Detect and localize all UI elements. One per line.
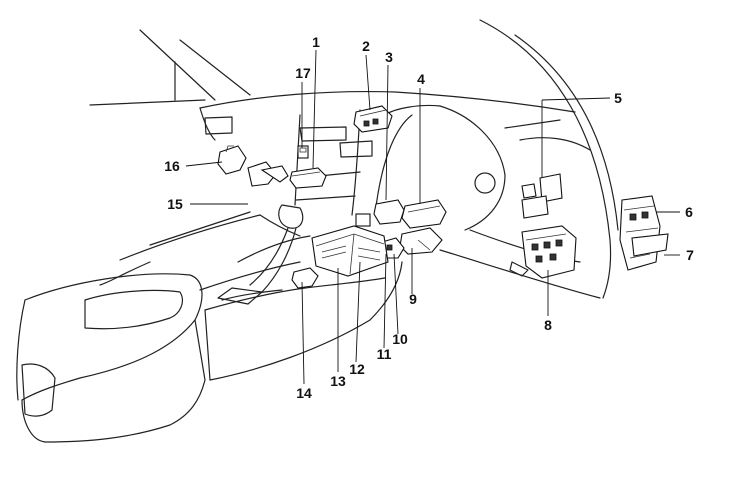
part-2-relay-block (353, 105, 393, 133)
part-5-module (521, 173, 563, 219)
callout-17: 17 (295, 65, 311, 81)
part-4-ecu (401, 199, 447, 229)
leader-lines (185, 49, 680, 385)
callout-16: 16 (164, 158, 180, 174)
part-17-relay (297, 145, 309, 159)
callout-2: 2 (362, 38, 370, 54)
part-1-control-unit (289, 167, 327, 189)
callout-1: 1 (312, 34, 320, 50)
part-3-relay (373, 199, 405, 225)
callout-10: 10 (392, 331, 408, 347)
callout-3: 3 (385, 49, 393, 65)
callout-13: 13 (330, 373, 346, 389)
callout-11: 11 (377, 346, 392, 362)
callout-4: 4 (417, 71, 425, 87)
callout-15: 15 (167, 196, 183, 212)
part-12-13-junction-block (311, 213, 389, 277)
callout-6: 6 (685, 204, 693, 220)
part-16-relay-cluster (217, 145, 289, 187)
components (217, 105, 669, 289)
callout-9: 9 (409, 291, 417, 307)
callout-8: 8 (544, 317, 552, 333)
part-9-bracket (399, 227, 443, 255)
callout-12: 12 (349, 361, 365, 377)
callout-14: 14 (296, 385, 312, 401)
part-14-connector (291, 267, 319, 289)
dashboard-outline (16, 19, 619, 443)
part-6-7-junction-block (619, 195, 669, 271)
callout-7: 7 (686, 247, 694, 263)
callout-labels: 1 2 3 4 5 6 7 8 9 10 11 12 13 14 15 16 1… (164, 34, 694, 401)
callout-5: 5 (614, 90, 622, 106)
part-8-fuse-block (521, 225, 577, 279)
